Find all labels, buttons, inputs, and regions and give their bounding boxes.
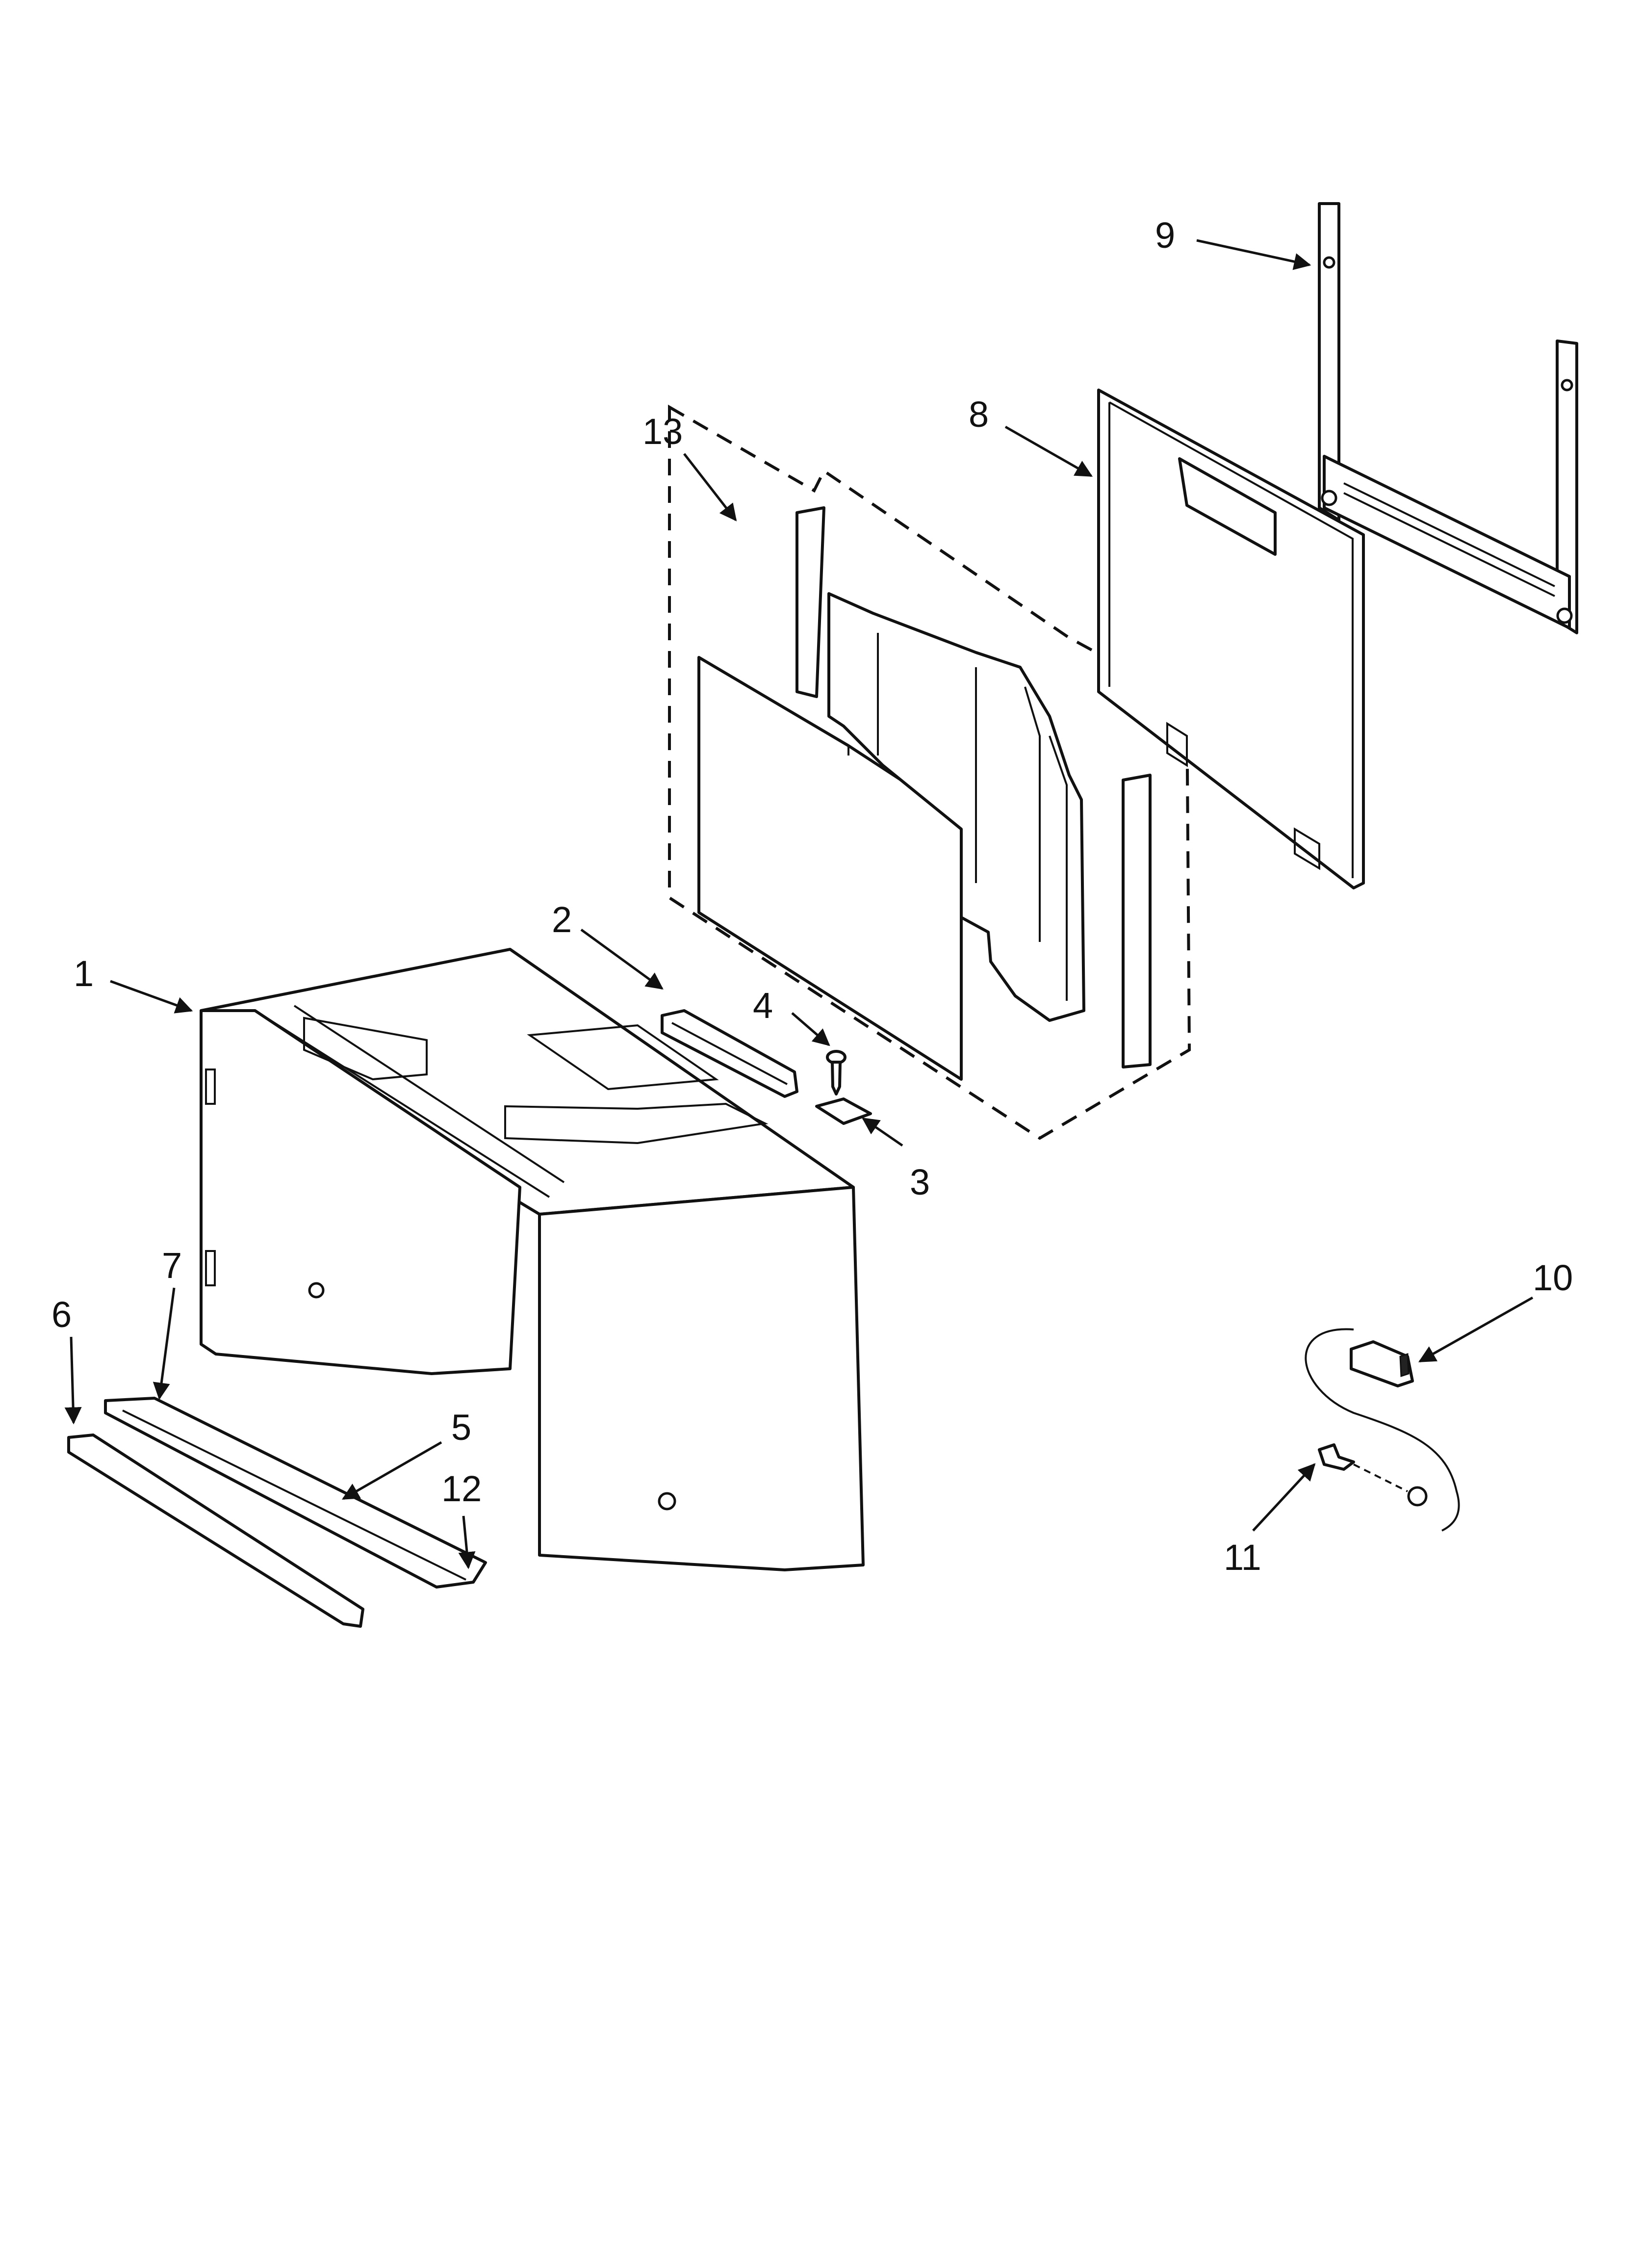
rear-mounting-panel (1097, 389, 1365, 889)
insulation-frame (827, 592, 1085, 1022)
rear-panel-group (1097, 389, 1365, 889)
cabinet-front-panel (538, 1186, 865, 1571)
callout-7: 7 (162, 1245, 182, 1286)
vent-grille (67, 1434, 364, 1628)
callout-11: 11 (1224, 1537, 1261, 1578)
cabinet-left-screw-hole (308, 1282, 325, 1299)
callout-13: 13 (642, 411, 683, 452)
wall-plate-hole-mid (1321, 490, 1337, 506)
cabinet-top-cutout-right (504, 1102, 769, 1145)
ground-terminal (1407, 1486, 1428, 1507)
leader-lines (64, 239, 1534, 1569)
wall-plate-upright-right (1556, 339, 1578, 634)
callout-5: 5 (451, 1407, 471, 1448)
cabinet-left-tabs (205, 1069, 216, 1286)
cabinet-top-cutout-center (527, 1024, 719, 1091)
wall-plate-crossbar (1323, 455, 1571, 629)
callout-8: 8 (969, 394, 989, 435)
screw-part-4 (826, 1050, 847, 1095)
grille-insert-inner (122, 1409, 466, 1581)
ground-screw (1318, 1443, 1355, 1471)
power-cord-wire (1305, 1328, 1460, 1532)
wall-plate-crossbar-rib (1343, 482, 1555, 597)
wall-plate-hole-right-top (1561, 379, 1573, 391)
wall-plate-hole-right-bottom (1556, 607, 1573, 624)
callout-2: 2 (552, 899, 572, 940)
insulation-strip-rear (795, 506, 825, 698)
insulation-pad-front (697, 656, 963, 1081)
power-cord-assembly (1305, 1328, 1460, 1532)
rear-panel-inner-edge (1108, 401, 1354, 878)
power-plug-prongs (1399, 1353, 1410, 1378)
rear-panel-cutout (1178, 457, 1277, 556)
insulation-kit-group (668, 404, 1191, 1140)
rear-panel-tab (1166, 722, 1320, 870)
callout-10: 10 (1533, 1257, 1573, 1298)
insulation-strip-side (1122, 774, 1152, 1069)
ground-screw-dashline (1353, 1463, 1408, 1492)
cabinet-top-cutout-left (303, 1017, 428, 1081)
callout-1: 1 (74, 953, 94, 994)
callout-9: 9 (1155, 215, 1175, 256)
cabinet-wrapper-group (200, 948, 865, 1571)
wall-plate-upright-left (1318, 202, 1340, 521)
callout-6: 6 (51, 1294, 72, 1335)
wall-plate-group (1318, 202, 1578, 634)
top-bracket-rib (671, 1022, 788, 1085)
callout-4: 4 (753, 985, 773, 1026)
callout-12: 12 (441, 1468, 482, 1509)
power-plug (1350, 1340, 1414, 1387)
callout-labels: 1 2 3 4 5 6 7 8 9 10 11 12 13 (51, 215, 1573, 1578)
cabinet-front-screw-hole (658, 1492, 676, 1511)
callout-3: 3 (910, 1162, 930, 1202)
clip-part-3 (815, 1097, 872, 1125)
wall-plate-hole-top (1323, 256, 1335, 269)
insulation-frame-inner (877, 633, 1068, 1001)
cabinet-left-wall (200, 1009, 521, 1375)
